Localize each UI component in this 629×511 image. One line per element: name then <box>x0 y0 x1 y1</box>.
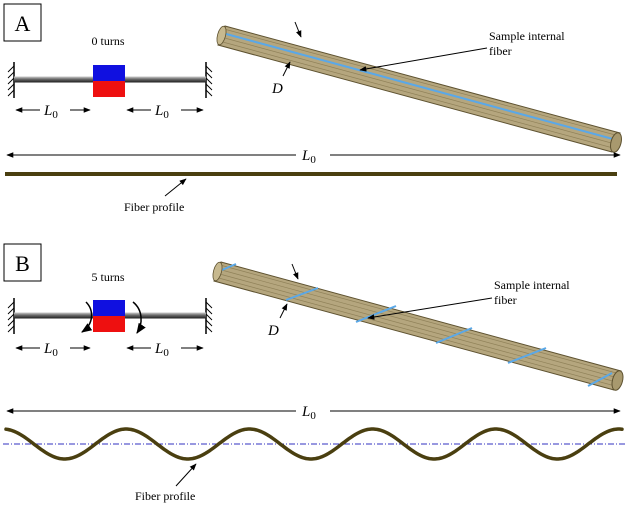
panel-a-profile-arrow <box>164 178 187 197</box>
panel-b-diameter-arrow-top <box>291 263 299 280</box>
panel-b-block-bottom <box>93 316 125 332</box>
panel-a-diameter-label: D <box>271 81 283 97</box>
panel-b-sample-fiber-helix <box>221 263 613 387</box>
panel-a-letter-box <box>3 3 42 42</box>
panel-b-turns-label: 5 turns <box>92 270 125 284</box>
panel-a-left-length-label: L0 <box>43 103 58 121</box>
panel-b-diameter-label: D <box>267 323 279 339</box>
panel-b-right-length-label: L0 <box>154 341 169 359</box>
panel-b-profile-arrow <box>175 463 197 487</box>
panel-a-right-length-gap <box>151 101 181 119</box>
panel-b-left-length-gap <box>40 339 70 357</box>
panel-a-total-length-gap <box>296 145 330 164</box>
panel-a-sample-label-line1: Sample internal <box>489 29 565 43</box>
panel-b-right-length-gap <box>151 339 181 357</box>
panel-b-total-length-label: L0 <box>301 404 316 422</box>
panel-a-letter: A <box>15 11 31 36</box>
panel-b-left-length-label: L0 <box>43 341 58 359</box>
panel-a-total-length-label: L0 <box>301 148 316 166</box>
panel-b-letter: B <box>15 251 30 276</box>
panel-a-sample-label-line2: fiber <box>489 44 512 58</box>
panel-a: A 0 turns L0 L0 <box>3 3 622 214</box>
panel-b-sample-callout-arrow <box>367 297 493 320</box>
panel-a-sample-fiber-line <box>222 32 617 141</box>
panel-a-fiber-cylinder <box>216 25 622 153</box>
panel-b-sample-label-line1: Sample internal <box>494 278 570 292</box>
panel-b-fiber-cylinder <box>212 261 624 391</box>
panel-a-right-wall <box>205 62 213 98</box>
panel-b-sample-label-line2: fiber <box>494 293 517 307</box>
panel-b: B 5 turns L0 <box>3 243 627 503</box>
panel-b-left-twist-arrow <box>81 301 93 333</box>
panel-b-total-length-gap <box>296 401 330 420</box>
panel-a-diameter-arrow-top <box>294 21 302 38</box>
panel-a-sample-callout-arrow <box>359 47 488 72</box>
panel-a-left-length-gap <box>40 101 70 119</box>
panel-b-right-wall <box>205 298 213 334</box>
panel-a-left-wall <box>7 62 15 98</box>
panel-b-profile-label: Fiber profile <box>135 489 195 503</box>
panel-a-block-bottom <box>93 81 125 97</box>
panel-a-profile-label: Fiber profile <box>124 200 184 214</box>
panel-b-left-wall <box>7 298 15 334</box>
panel-b-fiber-profile <box>4 427 624 461</box>
panel-b-right-twist-arrow <box>132 301 146 334</box>
panel-a-turns-label: 0 turns <box>92 34 125 48</box>
panel-a-right-length-label: L0 <box>154 103 169 121</box>
panel-b-letter-box <box>3 243 42 282</box>
panel-b-diameter-arrow-bottom <box>279 303 288 319</box>
panel-a-diameter-arrow-bottom <box>282 61 291 77</box>
panel-b-block-top <box>93 300 125 316</box>
panel-a-fiber-profile <box>5 172 617 176</box>
panel-a-block-top <box>93 65 125 81</box>
